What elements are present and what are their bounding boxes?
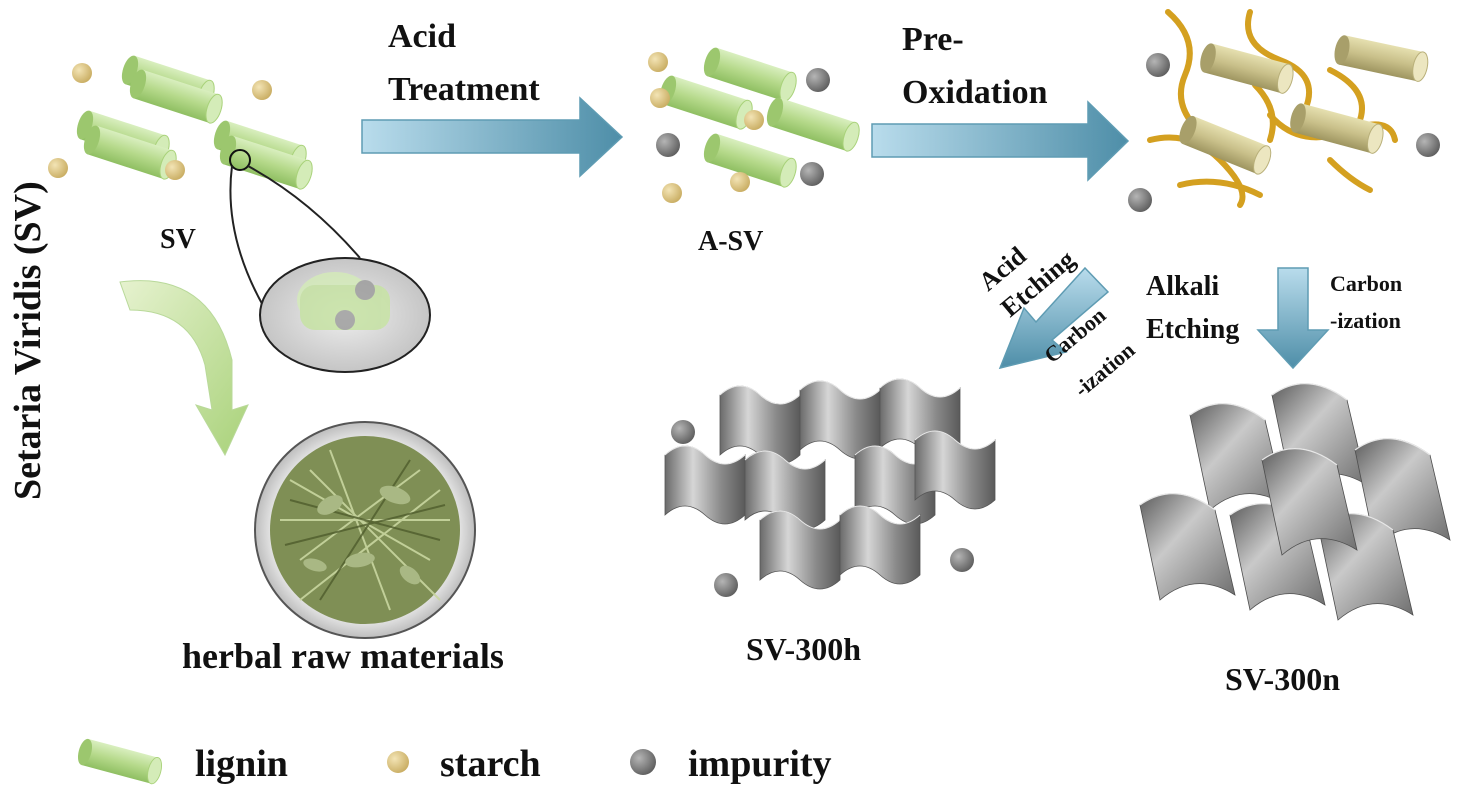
arrow-acid-treatment	[361, 96, 624, 178]
legend-lignin-icon	[74, 736, 165, 786]
side-title: Setaria Viridis (SV)	[7, 181, 49, 500]
arrow-pre-oxidation	[871, 100, 1130, 182]
label-sv: SV	[160, 224, 196, 255]
sv300h-structure	[664, 378, 996, 597]
label-alkali-etching-1: Alkali	[1146, 271, 1219, 302]
sv-cluster	[48, 53, 316, 192]
legend-impurity-label: impurity	[688, 743, 832, 785]
label-herbal: herbal raw materials	[182, 636, 504, 676]
label-pre-oxidation-2: Oxidation	[902, 74, 1048, 111]
label-pre-oxidation-1: Pre-	[902, 21, 964, 58]
legend-impurity-icon	[630, 749, 656, 775]
label-carbonization-right-1: Carbon	[1330, 271, 1402, 296]
label-carbonization-right-2: -ization	[1330, 308, 1401, 333]
zoom-callout	[229, 165, 431, 373]
label-sv300h: SV-300h	[746, 631, 861, 667]
label-acid-treatment-2: Treatment	[388, 71, 540, 108]
asv-cluster	[648, 45, 863, 203]
curved-arrow	[119, 280, 249, 457]
legend-starch-icon	[387, 751, 409, 773]
sv300n-structure	[1139, 383, 1451, 621]
legend-starch-label: starch	[440, 743, 541, 785]
label-acid-treatment-1: Acid	[388, 18, 456, 55]
legend: lignin starch impurity	[74, 736, 832, 786]
legend-lignin-label: lignin	[195, 743, 288, 785]
arrow-acid-etching	[998, 266, 1110, 370]
arrow-alkali-etching	[1256, 267, 1330, 370]
label-alkali-etching-2: Etching	[1146, 314, 1239, 345]
label-sv300n: SV-300n	[1225, 661, 1340, 697]
herbal-plate-image	[254, 421, 476, 639]
label-asv: A-SV	[698, 226, 763, 257]
pre-oxidized-cluster	[1128, 9, 1440, 212]
